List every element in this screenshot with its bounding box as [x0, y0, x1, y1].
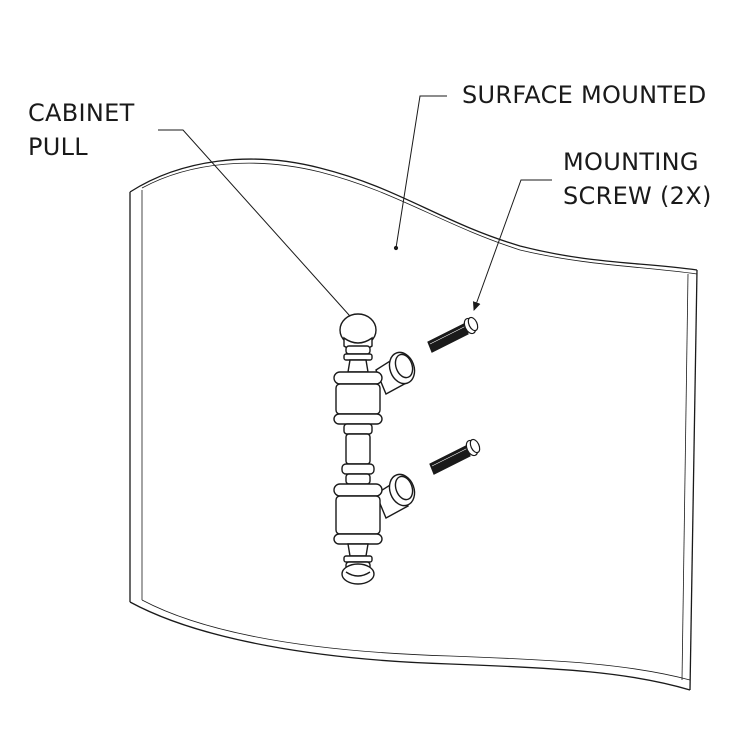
cabinet-pull-label-line2: PULL [28, 133, 88, 161]
mounting-screw-label-line1: MOUNTING [563, 148, 699, 176]
pull-bar-middle [341, 423, 375, 485]
cabinet-pull-label-line1: CABINET [28, 99, 135, 127]
pull-collar-upper [333, 371, 383, 425]
pull-finial-top [339, 313, 377, 373]
mounting-screw-leader [472, 179, 552, 311]
cabinet-pull [333, 313, 416, 585]
mounting-screw-lower [429, 438, 481, 475]
surface-mounted-leader [395, 95, 447, 249]
surface-mounted-label: SURFACE MOUNTED [462, 78, 707, 112]
pull-post-upper [375, 351, 416, 395]
cabinet-pull-label: CABINET PULL [28, 96, 135, 164]
pull-finial-bottom [341, 543, 375, 585]
mounting-screw-label: MOUNTING SCREW (2X) [563, 145, 712, 213]
mounting-screw-upper [427, 316, 479, 353]
pull-collar-lower [333, 483, 383, 545]
mounting-screw-label-line2: SCREW (2X) [563, 182, 712, 210]
leader-lines [158, 95, 552, 328]
cabinet-pull-leader [158, 129, 359, 326]
surface-mounted-label-text: SURFACE MOUNTED [462, 81, 707, 109]
pull-post-lower [375, 473, 416, 519]
cabinet-panel [129, 158, 698, 691]
